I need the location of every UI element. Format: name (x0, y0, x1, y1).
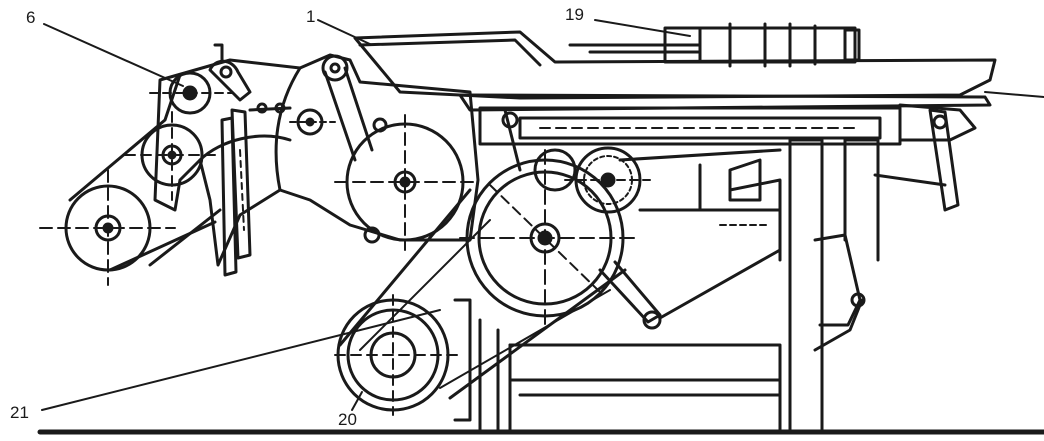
middle-drum (334, 114, 479, 251)
leader-21 (41, 309, 441, 411)
callout-label-6: 6 (26, 8, 36, 27)
main-pulley (459, 149, 636, 326)
machine-base (453, 178, 782, 434)
support-legs (788, 108, 960, 434)
secondary-gear (533, 146, 651, 214)
callout-label-1: 1 (306, 7, 316, 26)
crank-lever (208, 43, 292, 277)
callout-label-19: 19 (565, 5, 584, 24)
top-gear-assembly (568, 22, 861, 68)
leader-19 (594, 19, 691, 37)
top-table (353, 30, 1044, 146)
callout-label-20: 20 (338, 410, 357, 429)
callout-label-21: 21 (10, 403, 29, 422)
callout-leaders (41, 19, 691, 411)
leader-1 (317, 19, 373, 46)
leader-20 (351, 391, 363, 411)
feed-rollers (39, 71, 233, 286)
leader-6 (43, 23, 184, 87)
belt-drive (334, 188, 627, 416)
